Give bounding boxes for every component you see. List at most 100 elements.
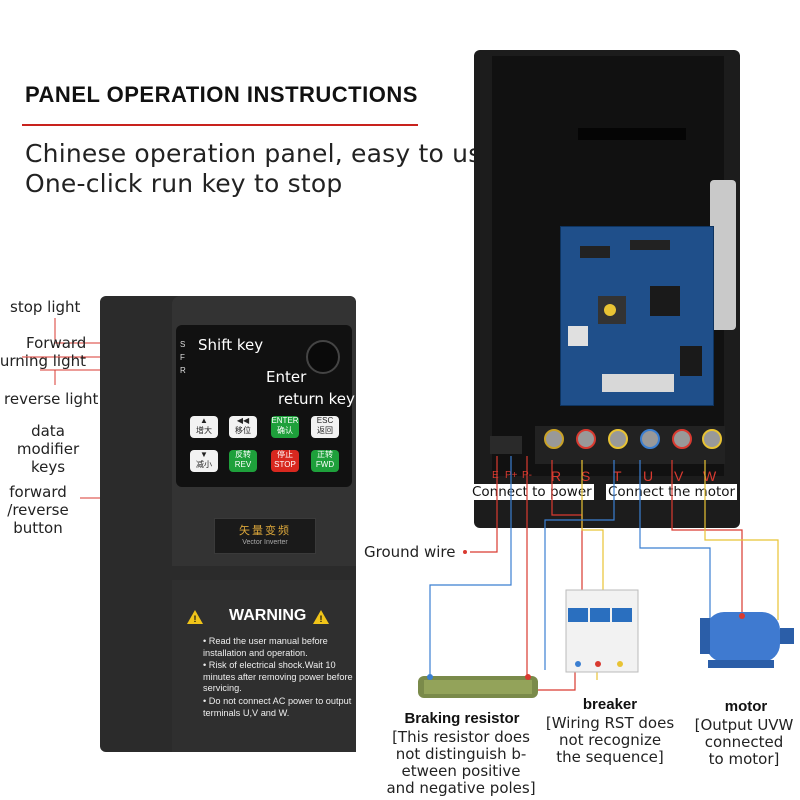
terminal-r-screw <box>544 429 564 449</box>
shift-key-label: Shift key <box>198 336 264 354</box>
breaker-title: breaker <box>582 696 638 713</box>
terminal-r-label: R <box>551 468 562 484</box>
turning-light-label: turning light <box>0 352 87 370</box>
enter-key-symbol: ENTER <box>271 416 299 425</box>
potentiometer-knob[interactable] <box>306 340 340 374</box>
data-modifier-line-2: modifier <box>16 440 80 458</box>
forward-label: Forward <box>26 334 87 352</box>
led-f: F <box>180 353 185 362</box>
terminal-s-screw <box>576 429 596 449</box>
decrease-key[interactable]: ▼减小 <box>190 450 218 472</box>
connect-power-label: Connect to power <box>470 484 594 500</box>
fwd-rev-button-label: forward /reverse button <box>2 483 74 537</box>
data-modifier-line-1: data <box>31 422 65 440</box>
terminal-u-screw <box>640 429 660 449</box>
breaker-desc-line: not recognize <box>558 731 662 749</box>
vent-slot <box>578 128 686 140</box>
motor-desc: [Output UVW connected to motor] <box>692 717 796 768</box>
rev-key-symbol: 反转 <box>235 450 251 459</box>
status-leds: S F R <box>180 338 186 377</box>
shift-key-symbol: ◀◀ <box>236 416 250 425</box>
warning-triangle-icon <box>187 610 203 624</box>
terminal-s-label: S <box>581 468 591 484</box>
warning-bullet-text: Risk of electrical shock.Wait 10 minutes… <box>203 660 353 694</box>
return-key-label: return key <box>278 390 355 408</box>
subtitle-line-2: One-click run key to stop <box>25 169 343 198</box>
data-modifier-line-3: keys <box>30 458 66 476</box>
braking-resistor-title: Braking resistor <box>404 710 520 727</box>
fwd-rev-line-3: button <box>13 519 63 537</box>
enter-label: Enter <box>266 368 307 386</box>
power-terminal-block <box>535 426 725 464</box>
data-modifier-keys-label: data modifier keys <box>12 422 84 476</box>
led-r: R <box>180 366 186 375</box>
board-components <box>568 240 702 392</box>
terminal-u-label: U <box>643 468 654 484</box>
decrease-key-text: 减小 <box>196 460 212 469</box>
stop-key-symbol: 停止 <box>277 450 293 459</box>
brand-window: 矢量变频 Vector Inverter <box>214 518 316 554</box>
rev-key-text: REV <box>234 460 252 469</box>
shift-key[interactable]: ◀◀移位 <box>229 416 257 438</box>
warning-text: • Read the user manual before installati… <box>203 636 353 719</box>
terminal-v-label: V <box>674 468 684 484</box>
braking-desc-line: and negative poles] <box>386 779 536 797</box>
increase-key[interactable]: ▲增大 <box>190 416 218 438</box>
warning-bullet: • Risk of electrical shock.Wait 10 minut… <box>203 660 353 694</box>
breaker-desc: [Wiring RST does not recognize the seque… <box>540 715 680 766</box>
terminal-t-label: T <box>613 468 622 484</box>
reverse-light-label: reverse light <box>4 390 99 408</box>
decrease-key-symbol: ▼ <box>200 450 208 459</box>
braking-desc-line: not distinguish b- <box>395 745 527 763</box>
fwd-key-symbol: 正转 <box>317 450 333 459</box>
fwd-key-text: FWD <box>315 460 335 469</box>
motor-desc-line: connected <box>704 733 784 751</box>
shift-key-text: 移位 <box>235 426 251 435</box>
terminal-w-label: W <box>703 468 717 484</box>
ground-dot <box>463 550 467 554</box>
motor-icon <box>700 612 794 668</box>
brand-cn: 矢量变频 <box>239 524 291 537</box>
warning-triangle-icon <box>313 610 329 624</box>
esc-key-symbol: ESC <box>316 416 334 425</box>
svg-text:!: ! <box>320 614 323 624</box>
stop-key-text: STOP <box>274 460 296 469</box>
fwd-rev-line-1: forward <box>9 483 67 501</box>
braking-desc-line: etween positive <box>401 762 521 780</box>
terminal-t-screw <box>608 429 628 449</box>
subtitle-line-1: Chinese operation panel, easy to use <box>25 139 498 168</box>
page-title: PANEL OPERATION INSTRUCTIONS <box>25 82 418 107</box>
fwd-rev-line-2: /reverse <box>7 501 69 519</box>
braking-resistor-desc: [This resistor does not distinguish b- e… <box>386 729 536 797</box>
title-underline <box>22 124 418 126</box>
breaker-icon <box>565 589 639 673</box>
led-s: S <box>180 340 186 349</box>
breaker-desc-line: the sequence] <box>556 748 664 766</box>
motor-title: motor <box>724 698 768 715</box>
brand-en: Vector Inverter <box>242 539 288 546</box>
motor-desc-line: [Output UVW <box>694 716 794 734</box>
increase-key-text: 增大 <box>196 426 212 435</box>
small-terminals <box>490 436 522 454</box>
esc-key-text: 返回 <box>317 426 333 435</box>
svg-text:!: ! <box>194 614 197 624</box>
warning-bullet-text: Read the user manual before installation… <box>203 636 328 658</box>
ground-wire-label: Ground wire <box>364 543 456 561</box>
terminal-e: E <box>492 470 499 481</box>
warning-bullet: • Do not connect AC power to output term… <box>203 695 352 718</box>
braking-resistor-icon <box>418 674 538 698</box>
motor-desc-line: to motor] <box>708 750 780 768</box>
increase-key-symbol: ▲ <box>200 416 208 425</box>
terminal-v-screw <box>672 429 692 449</box>
enter-key-text: 确认 <box>277 426 293 435</box>
ribbon-cable <box>710 180 736 330</box>
stop-light-label: stop light <box>10 298 81 316</box>
warning-bullet: • Read the user manual before installati… <box>203 636 328 658</box>
